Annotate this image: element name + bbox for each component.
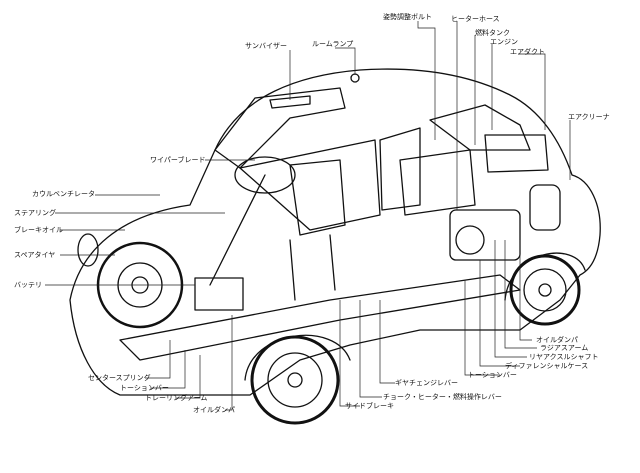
steering-wheel bbox=[234, 156, 296, 194]
side-window bbox=[379, 127, 421, 211]
label-rear-axle-shaft: リヤアクスルシャフト bbox=[529, 353, 599, 361]
label-air-duct: エアダクト bbox=[510, 48, 545, 56]
label-trailing-arm: トレーリングアーム bbox=[145, 394, 208, 402]
label-center-spring: センタースプリング bbox=[88, 374, 151, 382]
rear-window bbox=[429, 104, 531, 151]
label-differential-case: ディファレンシャルケース bbox=[505, 362, 589, 370]
battery bbox=[194, 277, 244, 311]
label-posture-adjust-bolt: 姿勢調整ボルト bbox=[383, 13, 432, 21]
label-oil-damper-front: オイルダンパ bbox=[193, 406, 235, 414]
label-gear-change-lever: ギヤチェンジレバー bbox=[395, 379, 458, 387]
label-cowl-ventilator: カウルベンチレータ bbox=[32, 190, 95, 198]
label-sun-visor: サンバイザー bbox=[245, 42, 287, 50]
label-heater-hose: ヒーターホース bbox=[451, 15, 500, 23]
label-torsion-bar-rear: トーションバー bbox=[468, 371, 517, 379]
label-spare-tire: スペアタイヤ bbox=[14, 251, 56, 259]
headlight bbox=[77, 233, 99, 267]
engine-grille bbox=[484, 134, 549, 173]
front-wheel bbox=[250, 335, 340, 425]
front-seat bbox=[289, 159, 346, 236]
rear-seat bbox=[399, 149, 476, 216]
label-engine: エンジン bbox=[490, 38, 518, 46]
label-fuel-tank: 燃料タンク bbox=[475, 29, 510, 37]
engine-block bbox=[449, 209, 521, 261]
label-oil-damper-rear: オイルダンパ bbox=[536, 336, 578, 344]
label-room-lamp: ルームランプ bbox=[312, 40, 354, 48]
label-radius-arm: ラジアスアーム bbox=[540, 344, 589, 352]
label-steering: ステアリング bbox=[14, 209, 56, 217]
chassis-frame bbox=[119, 274, 521, 361]
label-wiper-blade: ワイパーブレード bbox=[150, 156, 206, 164]
label-air-cleaner: エアクリーナ bbox=[568, 113, 610, 121]
label-torsion-bar-front: トーションバー bbox=[120, 384, 169, 392]
car-body-outline bbox=[69, 68, 601, 396]
windshield bbox=[214, 87, 346, 169]
door-frame bbox=[239, 139, 381, 231]
label-choke-heater-fuel-lever: チョーク・ヒーター・燃料操作レバー bbox=[383, 393, 502, 401]
label-side-brake: サイドブレーキ bbox=[345, 402, 394, 410]
label-brake-oil: ブレーキオイル bbox=[14, 226, 63, 234]
rear-wheel bbox=[509, 254, 581, 326]
air-cleaner bbox=[529, 184, 561, 231]
label-battery: バッテリ bbox=[14, 281, 42, 289]
